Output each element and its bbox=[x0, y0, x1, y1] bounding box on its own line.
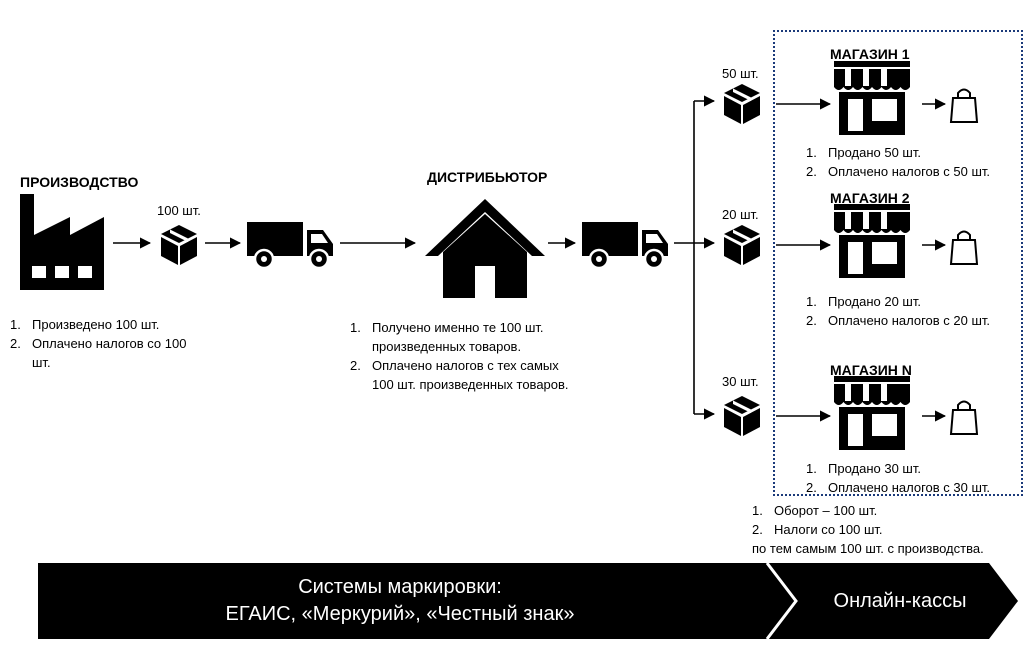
list-item: 1.Получено именно те 100 шт. произведенн… bbox=[350, 320, 544, 354]
production-quantity: 100 шт. bbox=[157, 203, 201, 218]
factory-icon bbox=[20, 194, 104, 290]
box-icon bbox=[724, 396, 760, 436]
summary-list: 1.Оборот – 100 шт. 2.Налоги со 100 шт. bbox=[752, 501, 1022, 539]
truck-icon bbox=[245, 220, 335, 270]
store-n-quantity: 30 шт. bbox=[722, 374, 759, 389]
list-item: 1.Произведено 100 шт. bbox=[10, 317, 160, 332]
store-2-title: МАГАЗИН 2 bbox=[830, 190, 910, 206]
list-item: 2.Оплачено налогов со 100 шт. bbox=[10, 336, 187, 370]
house-icon bbox=[425, 199, 545, 298]
distributor-notes: 1.Получено именно те 100 шт. произведенн… bbox=[350, 318, 575, 394]
production-notes: 1.Произведено 100 шт. 2.Оплачено налогов… bbox=[10, 315, 190, 372]
list-item: 1.Оборот – 100 шт. bbox=[752, 503, 878, 518]
distributor-title: ДИСТРИБЬЮТОР bbox=[427, 169, 548, 185]
list-item: 2.Оплачено налогов с 50 шт. bbox=[806, 164, 991, 179]
list-item: 1.Продано 20 шт. bbox=[806, 294, 921, 309]
banner-arrows bbox=[38, 562, 1018, 640]
truck-icon bbox=[580, 220, 670, 270]
branch-connector bbox=[674, 95, 716, 420]
online-cash-registers-banner: Онлайн-кассы bbox=[833, 590, 967, 612]
list-item: 1.Продано 50 шт. bbox=[806, 145, 921, 160]
store-2-quantity: 20 шт. bbox=[722, 207, 759, 222]
store-n-notes: 1.Продано 30 шт. 2.Оплачено налогов с 30… bbox=[806, 459, 1021, 497]
production-title: ПРОИЗВОДСТВО bbox=[20, 174, 139, 190]
store-1-quantity: 50 шт. bbox=[722, 66, 759, 81]
store-n-title: МАГАЗИН N bbox=[830, 362, 912, 378]
banner-line-2: ЕГАИС, «Меркурий», «Честный знак» bbox=[225, 603, 575, 625]
marking-systems-banner: Системы маркировки: ЕГАИС, «Меркурий», «… bbox=[160, 574, 640, 628]
list-item: 2.Оплачено налогов с 30 шт. bbox=[806, 480, 991, 495]
stores-group-frame bbox=[773, 30, 1023, 496]
store-2-notes: 1.Продано 20 шт. 2.Оплачено налогов с 20… bbox=[806, 292, 1021, 330]
box-icon bbox=[724, 84, 760, 124]
list-item: 1.Продано 30 шт. bbox=[806, 461, 921, 476]
summary-tail: по тем самым 100 шт. с производства. bbox=[752, 541, 984, 556]
box-icon bbox=[161, 225, 197, 265]
turnover-summary: 1.Оборот – 100 шт. 2.Налоги со 100 шт. п… bbox=[752, 501, 1022, 558]
banner-line-1: Системы маркировки: bbox=[298, 576, 502, 598]
list-item: 2.Налоги со 100 шт. bbox=[752, 522, 883, 537]
store-1-notes: 1.Продано 50 шт. 2.Оплачено налогов с 50… bbox=[806, 143, 1021, 181]
list-item: 2.Оплачено налогов с тех самых 100 шт. п… bbox=[350, 358, 569, 392]
store-1-title: МАГАЗИН 1 bbox=[830, 46, 910, 62]
box-icon bbox=[724, 225, 760, 265]
list-item: 2.Оплачено налогов с 20 шт. bbox=[806, 313, 991, 328]
